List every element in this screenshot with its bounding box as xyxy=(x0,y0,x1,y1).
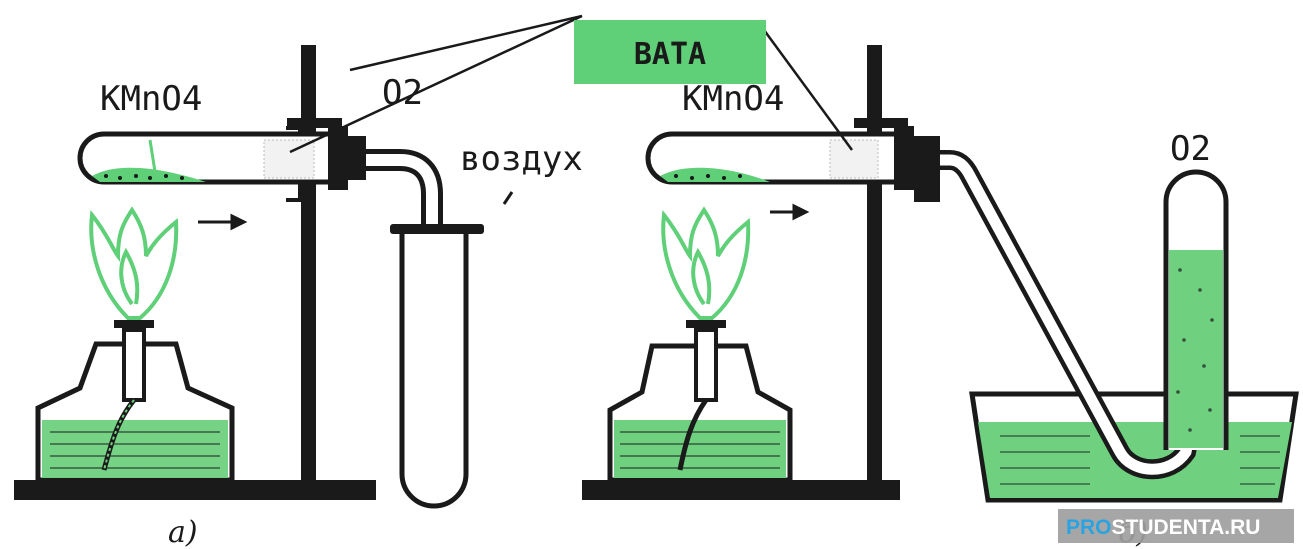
direction-arrow-a xyxy=(198,213,248,231)
test-tube-a xyxy=(77,126,366,190)
base-plate-b xyxy=(582,480,900,500)
collecting-tube-a xyxy=(390,224,484,509)
leader-line-b xyxy=(762,29,854,151)
air-label: воздух xyxy=(460,139,583,179)
stand-rod-a xyxy=(301,45,316,482)
test-tube-b xyxy=(645,126,940,202)
cotton-plug-b xyxy=(829,139,879,179)
panel-a xyxy=(14,45,514,509)
cotton-wool-callout: ВАТА xyxy=(289,14,854,154)
stopper-a xyxy=(328,126,348,190)
stand-rod-b xyxy=(867,45,882,482)
panel-b xyxy=(582,45,1299,503)
air-marker xyxy=(502,191,514,205)
o2-label-a: O2 xyxy=(382,73,423,113)
kmno4-label-b: KMnO4 xyxy=(682,79,784,119)
spirit-lamp-a xyxy=(35,320,235,483)
kmno4-label-a: KMnO4 xyxy=(100,79,202,119)
flame-b xyxy=(661,206,751,320)
cotton-wool-label-box xyxy=(574,20,766,84)
clamp-arm-a xyxy=(287,118,342,128)
svg-text:PROSTUDENTA.RU: PROSTUDENTA.RU xyxy=(1066,516,1260,539)
stopper-b xyxy=(894,126,914,190)
collecting-tube-b xyxy=(1163,169,1229,450)
spirit-lamp-b xyxy=(607,320,793,483)
leader-line-a xyxy=(289,14,583,154)
watermark-rest: STUDENTA.RU xyxy=(1112,516,1261,539)
flame-a xyxy=(89,206,179,320)
panel-a-caption: а) xyxy=(168,515,198,549)
direction-arrow-b xyxy=(770,203,810,221)
clamp-arm-b xyxy=(854,118,908,128)
o2-label-b: O2 xyxy=(1170,129,1211,169)
cotton-plug-a xyxy=(263,139,315,179)
cotton-wool-label: ВАТА xyxy=(634,37,706,72)
water-trough xyxy=(969,391,1299,503)
watermark-pro: PRO xyxy=(1066,516,1112,539)
base-plate-a xyxy=(14,480,376,500)
watermark: PROSTUDENTA.RU xyxy=(1058,509,1294,543)
